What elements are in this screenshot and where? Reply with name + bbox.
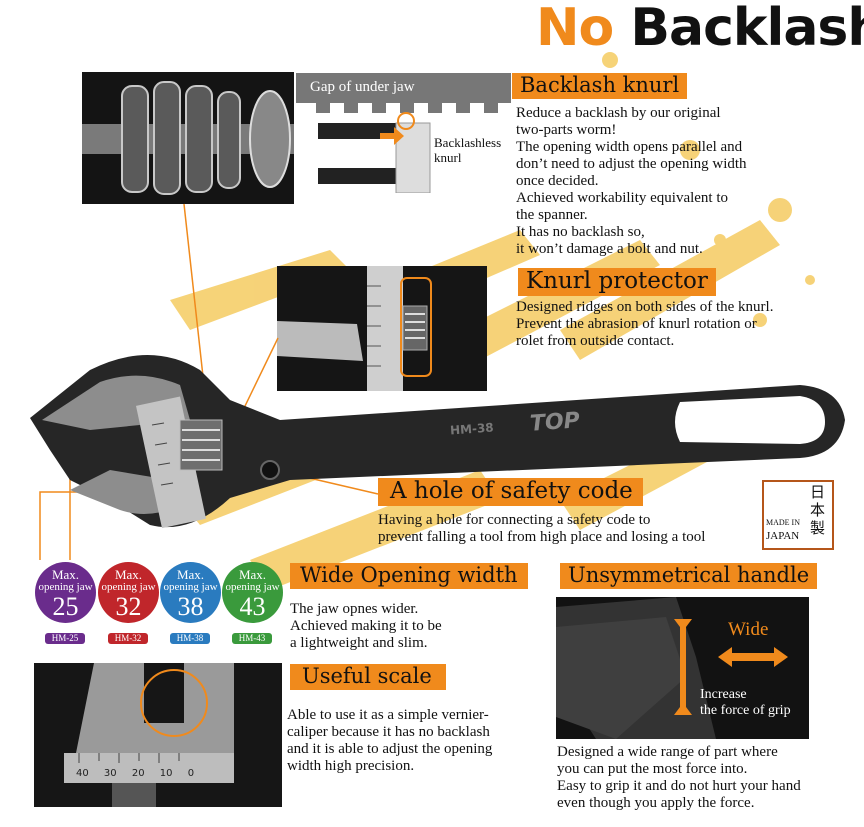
useful-scale-photo: 40 30 20 10 0	[34, 663, 282, 807]
model-tag: HM-38	[170, 633, 210, 644]
japan-label: JAPAN	[766, 530, 800, 542]
wide-opening-heading: Wide Opening width	[290, 563, 528, 589]
badge-value: 43	[239, 592, 266, 621]
badge-sub: opening jaw	[38, 581, 93, 593]
badge-sub: opening jaw	[163, 581, 218, 593]
increase-grip-label: Increase the force of grip	[700, 687, 791, 718]
kanji-3: 製	[810, 521, 826, 537]
badge-value: 38	[177, 592, 204, 621]
kanji-block: 日 本 製	[810, 484, 828, 538]
model-tag: HM-32	[108, 633, 148, 644]
gap-label: Gap of under jaw	[310, 79, 415, 95]
page-title: No Backlash	[536, 2, 864, 54]
knurl-protector-heading: Knurl protector	[518, 268, 716, 296]
kanji-1: 日	[810, 485, 826, 501]
scale-tick: 30	[103, 768, 117, 779]
unsym-handle-heading: Unsymmetrical handle	[560, 563, 818, 589]
wide-label: Wide	[728, 619, 769, 640]
title-no: No	[536, 0, 614, 58]
badge-label: Max.	[176, 567, 205, 582]
jaw-badge: Max. opening jaw 38	[160, 562, 221, 623]
scale-tick: 10	[159, 768, 173, 779]
scale-tick: 20	[131, 768, 145, 779]
useful-scale-text: Able to use it as a simple vernier- cali…	[287, 707, 493, 774]
knurl-protector-photo	[277, 266, 487, 391]
scale-tick: 0	[187, 768, 195, 779]
backlash-knurl-heading: Backlash knurl	[512, 73, 688, 99]
backlashless-knurl-label: Backlashless knurl	[434, 135, 502, 165]
scale-ticks: 40 30 20 10 0	[76, 768, 194, 779]
safety-code-heading: A hole of safety code	[378, 478, 643, 506]
badge-value: 32	[115, 592, 142, 621]
badge-sub: opening jaw	[101, 581, 156, 593]
model-tag: HM-43	[232, 633, 272, 644]
unsym-handle-text: Designed a wide range of part where you …	[557, 744, 801, 811]
worm-gear-photo	[82, 72, 294, 204]
model-tag: HM-25	[45, 633, 85, 644]
jaw-badge: Max. opening jaw 25	[35, 562, 96, 623]
wide-opening-text: The jaw opnes wider. Achieved making it …	[290, 601, 442, 651]
made-in-japan-badge: MADE IN JAPAN 日 本 製	[762, 480, 834, 550]
scale-tick: 40	[76, 768, 89, 779]
title-backlash: Backlash	[630, 0, 864, 58]
gap-diagram: Gap of under jaw Backlashless knurl	[296, 73, 511, 193]
wrench-image	[30, 355, 845, 529]
jaw-badge: Max. opening jaw 32	[98, 562, 159, 623]
wrench-brand-logo: TOP	[529, 408, 581, 437]
badge-label: Max.	[51, 567, 80, 582]
jaw-badge: Max. opening jaw 43	[222, 562, 283, 623]
backlash-knurl-text: Reduce a backlash by our original two-pa…	[516, 105, 747, 257]
badge-sub: opening jaw	[225, 581, 280, 593]
safety-code-text: Having a hole for connecting a safety co…	[378, 512, 706, 545]
badge-label: Max.	[238, 567, 267, 582]
made-in-label: MADE IN	[766, 518, 800, 527]
handle-photo: Wide Increase the force of grip	[556, 597, 809, 739]
kanji-2: 本	[810, 503, 826, 519]
knurl-protector-text: Designed ridges on both sides of the knu…	[516, 299, 774, 349]
badge-value: 25	[52, 592, 79, 621]
badge-label: Max.	[114, 567, 143, 582]
useful-scale-heading: Useful scale	[290, 664, 446, 690]
